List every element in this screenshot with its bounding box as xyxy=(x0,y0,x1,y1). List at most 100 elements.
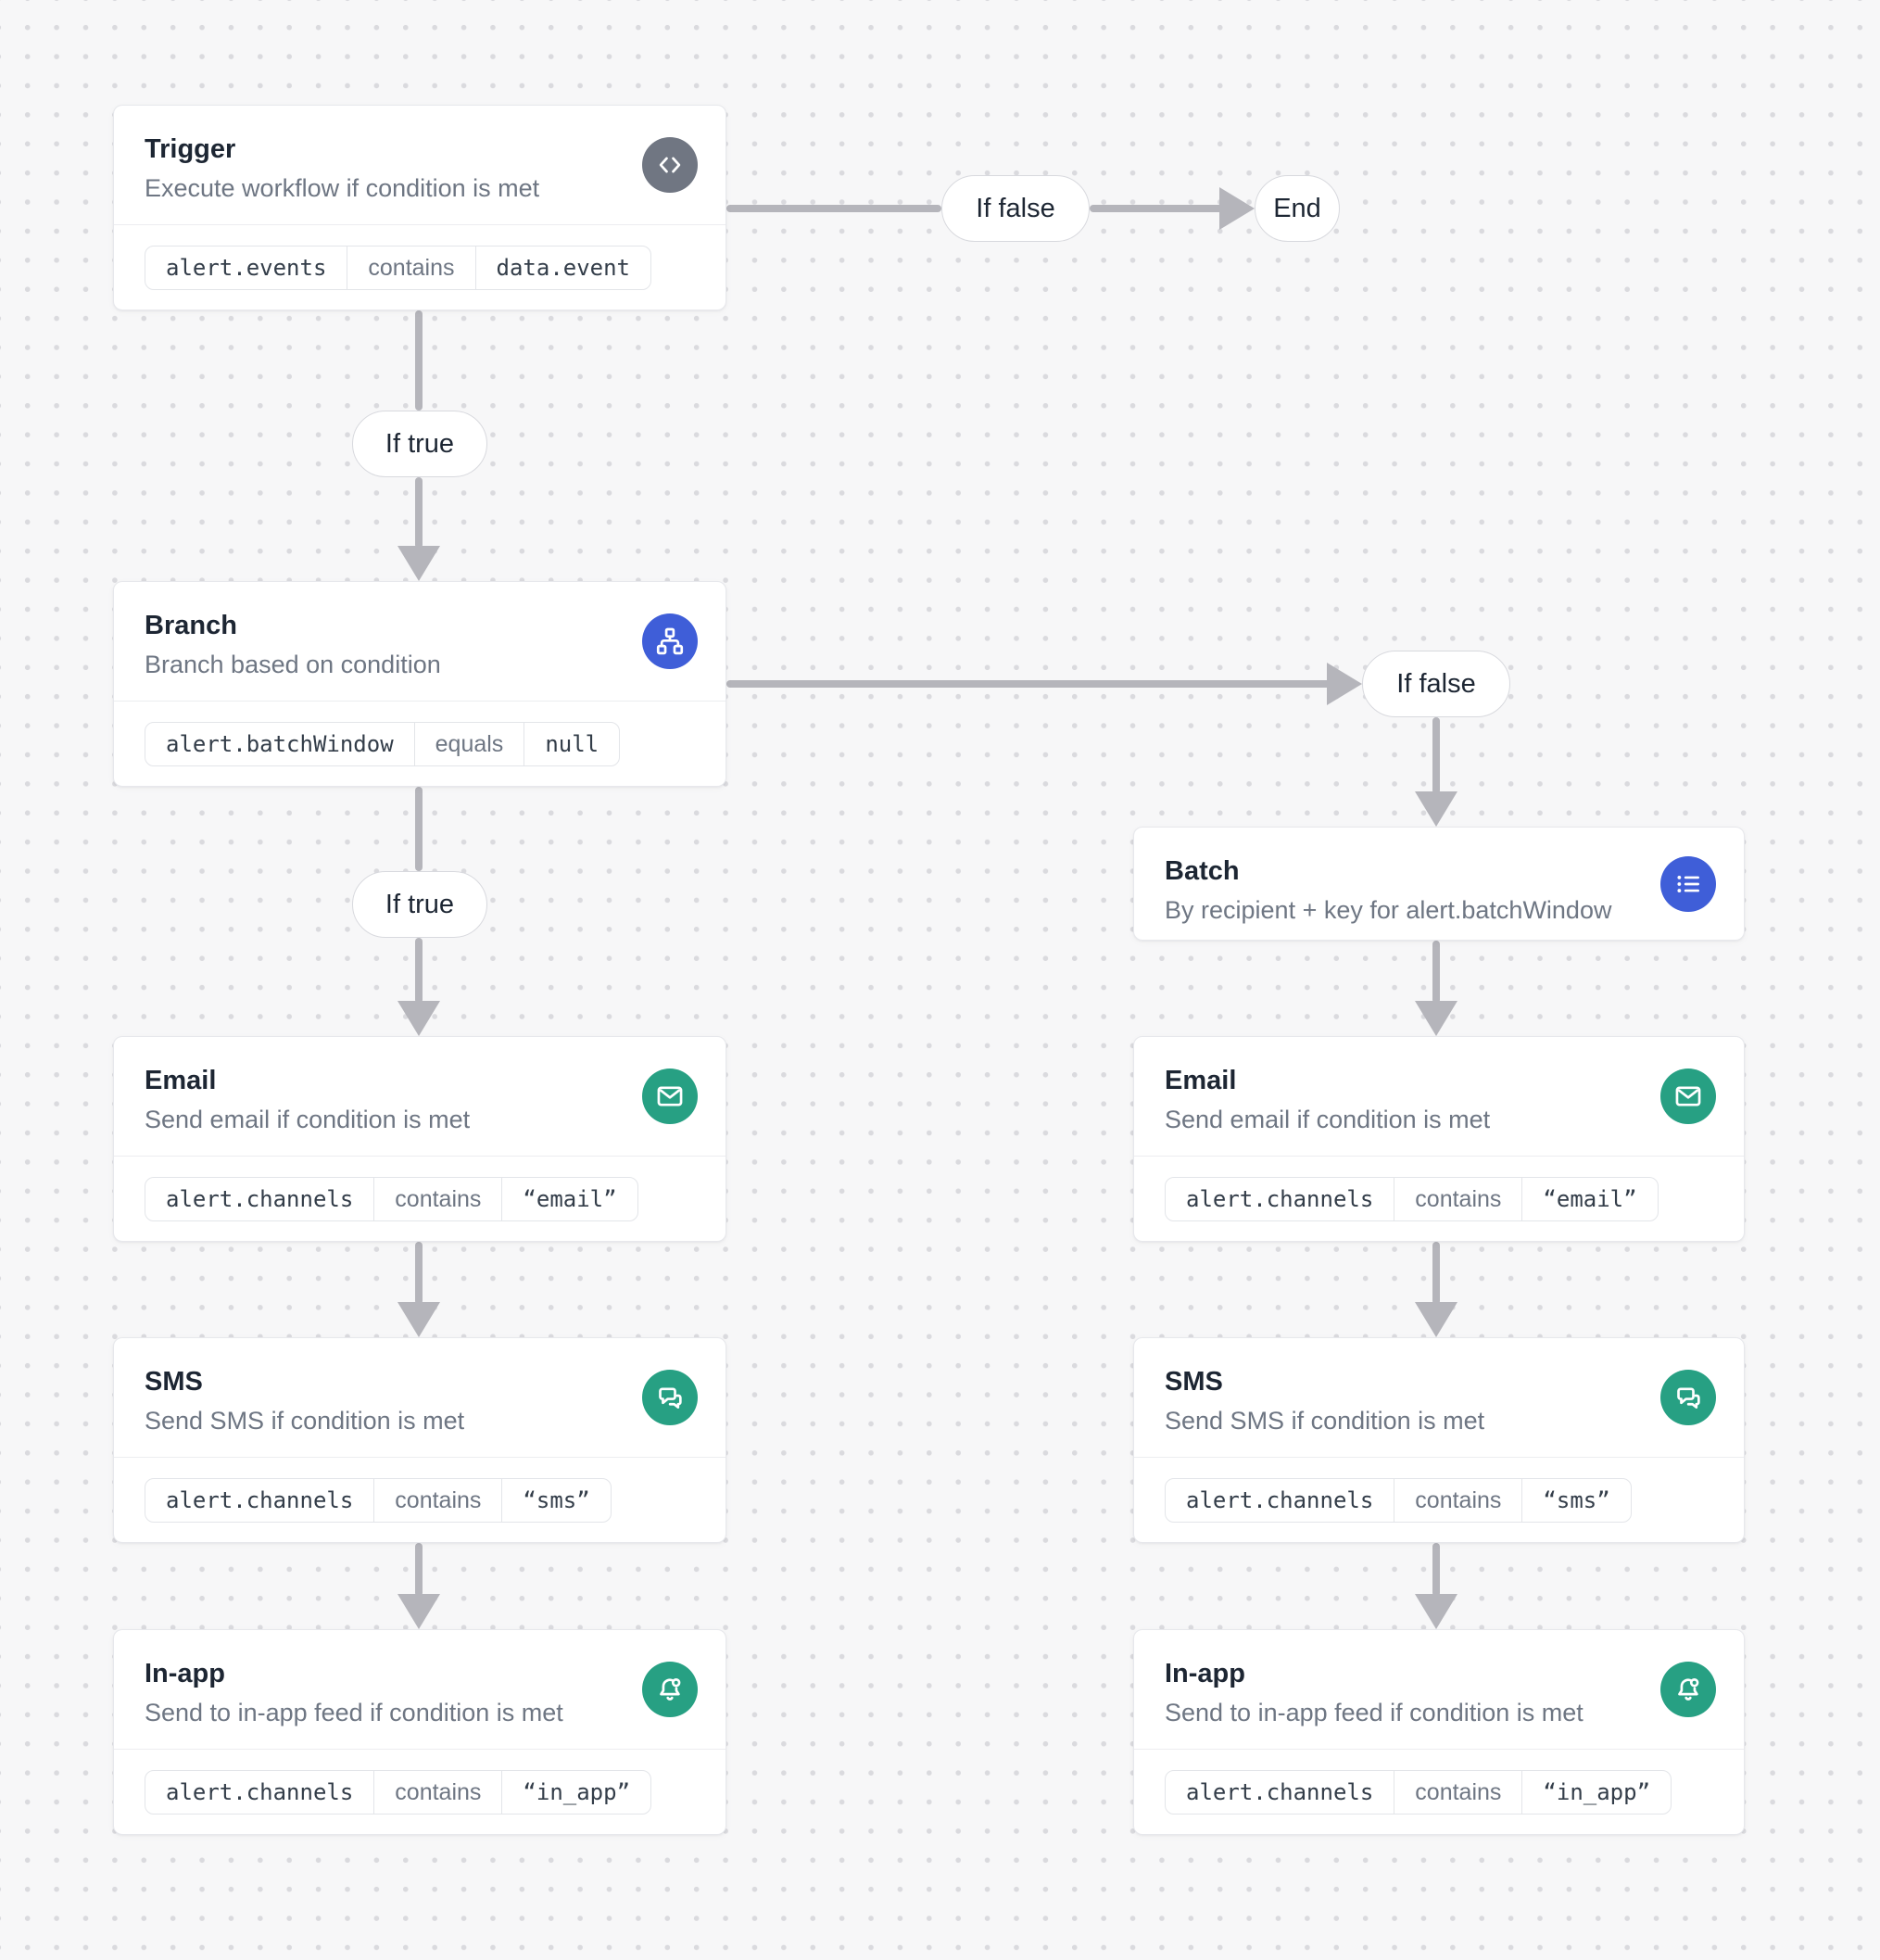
node-title: Batch xyxy=(1165,856,1240,886)
node-subtitle: Send SMS if condition is met xyxy=(145,1407,465,1435)
condition-field: alert.channels xyxy=(1186,1487,1374,1513)
condition-chips: alert.channels contains “email” xyxy=(1165,1177,1659,1221)
edge-iffalse-end xyxy=(1090,205,1225,212)
condition-value: “sms” xyxy=(501,1479,610,1522)
edge-iffalse-batch xyxy=(1432,717,1440,794)
condition-operator: contains xyxy=(1394,1178,1521,1220)
node-subtitle: Execute workflow if condition is met xyxy=(145,174,540,202)
condition-value: “email” xyxy=(501,1178,637,1220)
edge-iftrue-branch xyxy=(415,477,423,549)
condition-chips: alert.channels contains “sms” xyxy=(145,1478,612,1523)
edge-label-text: If true xyxy=(385,428,455,459)
node-title: In-app xyxy=(1165,1659,1245,1688)
condition-operator: equals xyxy=(413,723,524,765)
node-in-app[interactable]: In-app Send to in-app feed if condition … xyxy=(113,1629,726,1835)
node-sms[interactable]: SMS Send SMS if condition is met alert.c… xyxy=(1133,1337,1745,1543)
node-branch[interactable]: Branch Branch based on condition alert.b… xyxy=(113,581,726,787)
edge-label-if-false: If false xyxy=(941,175,1090,242)
condition-operator: contains xyxy=(347,247,474,289)
edge-sms-inapp-right xyxy=(1432,1543,1440,1597)
node-email[interactable]: Email Send email if condition is met ale… xyxy=(1133,1036,1745,1242)
bell-icon xyxy=(1660,1662,1716,1717)
node-subtitle: Send email if condition is met xyxy=(145,1106,471,1133)
node-subtitle: Branch based on condition xyxy=(145,651,441,678)
condition-field: alert.events xyxy=(166,255,327,281)
node-title: Branch xyxy=(145,611,237,640)
list-icon xyxy=(1660,856,1716,912)
condition-chips: alert.channels contains “in_app” xyxy=(145,1770,652,1815)
node-title: SMS xyxy=(145,1367,203,1397)
condition-operator: contains xyxy=(373,1178,501,1220)
arrowhead-down-icon xyxy=(1415,1594,1457,1629)
condition-value: “sms” xyxy=(1521,1479,1630,1522)
node-title: SMS xyxy=(1165,1367,1223,1397)
edge-batch-email xyxy=(1432,941,1440,1004)
edge-email-sms-right xyxy=(1432,1242,1440,1305)
node-title: Trigger xyxy=(145,134,236,164)
edge-sms-inapp-left xyxy=(415,1543,423,1597)
edge-trigger-iftrue xyxy=(415,310,423,411)
condition-operator: contains xyxy=(373,1771,501,1814)
sitemap-icon xyxy=(642,613,698,669)
node-title: In-app xyxy=(145,1659,225,1688)
condition-operator: contains xyxy=(373,1479,501,1522)
condition-value: “in_app” xyxy=(1521,1771,1671,1814)
arrowhead-down-icon xyxy=(1415,1302,1457,1337)
chat-icon xyxy=(642,1370,698,1425)
condition-chips: alert.batchWindow equals null xyxy=(145,722,621,766)
node-subtitle: Send to in-app feed if condition is met xyxy=(1165,1699,1583,1726)
chat-icon xyxy=(1660,1370,1716,1425)
edge-email-sms-left xyxy=(415,1242,423,1305)
edge-iftrue-email xyxy=(415,938,423,1004)
arrowhead-down-icon xyxy=(1415,1001,1457,1036)
condition-value: data.event xyxy=(474,247,650,289)
condition-field: alert.batchWindow xyxy=(166,731,394,757)
condition-operator: contains xyxy=(1394,1479,1521,1522)
node-trigger[interactable]: Trigger Execute workflow if condition is… xyxy=(113,105,726,310)
node-email[interactable]: Email Send email if condition is met ale… xyxy=(113,1036,726,1242)
node-batch[interactable]: Batch By recipient + key for alert.batch… xyxy=(1133,827,1745,941)
edge-label-text: If true xyxy=(385,889,455,919)
edge-trigger-iffalse xyxy=(726,205,941,212)
arrowhead-down-icon xyxy=(397,1594,440,1629)
condition-operator: contains xyxy=(1394,1771,1521,1814)
arrowhead-down-icon xyxy=(397,546,440,581)
condition-field: alert.channels xyxy=(166,1487,354,1513)
condition-chips: alert.channels contains “in_app” xyxy=(1165,1770,1672,1815)
edge-branch-iffalse xyxy=(726,680,1331,688)
code-icon xyxy=(642,137,698,193)
condition-value: null xyxy=(524,723,619,765)
mail-icon xyxy=(642,1069,698,1124)
condition-value: “in_app” xyxy=(501,1771,650,1814)
end-node[interactable]: End xyxy=(1255,175,1340,242)
arrowhead-down-icon xyxy=(397,1302,440,1337)
node-subtitle: Send SMS if condition is met xyxy=(1165,1407,1485,1435)
node-subtitle: Send email if condition is met xyxy=(1165,1106,1491,1133)
node-sms[interactable]: SMS Send SMS if condition is met alert.c… xyxy=(113,1337,726,1543)
condition-chips: alert.channels contains “sms” xyxy=(1165,1478,1632,1523)
node-subtitle: By recipient + key for alert.batchWindow xyxy=(1165,896,1612,924)
condition-field: alert.channels xyxy=(166,1779,354,1805)
edge-label-text: If false xyxy=(976,193,1055,223)
node-title: Email xyxy=(145,1066,217,1095)
condition-value: “email” xyxy=(1521,1178,1657,1220)
node-title: Email xyxy=(1165,1066,1237,1095)
condition-field: alert.channels xyxy=(1186,1186,1374,1212)
arrowhead-down-icon xyxy=(397,1001,440,1036)
end-node-label: End xyxy=(1273,193,1321,223)
arrowhead-right-icon xyxy=(1327,663,1362,705)
bell-icon xyxy=(642,1662,698,1717)
condition-field: alert.channels xyxy=(166,1186,354,1212)
edge-label-text: If false xyxy=(1396,668,1476,699)
edge-branch-iftrue xyxy=(415,787,423,871)
condition-chips: alert.channels contains “email” xyxy=(145,1177,638,1221)
condition-field: alert.channels xyxy=(1186,1779,1374,1805)
arrowhead-right-icon xyxy=(1219,187,1255,230)
arrowhead-down-icon xyxy=(1415,791,1457,827)
mail-icon xyxy=(1660,1069,1716,1124)
node-in-app[interactable]: In-app Send to in-app feed if condition … xyxy=(1133,1629,1745,1835)
condition-chips: alert.events contains data.event xyxy=(145,246,652,290)
node-subtitle: Send to in-app feed if condition is met xyxy=(145,1699,563,1726)
edge-label-if-true: If true xyxy=(352,871,487,938)
